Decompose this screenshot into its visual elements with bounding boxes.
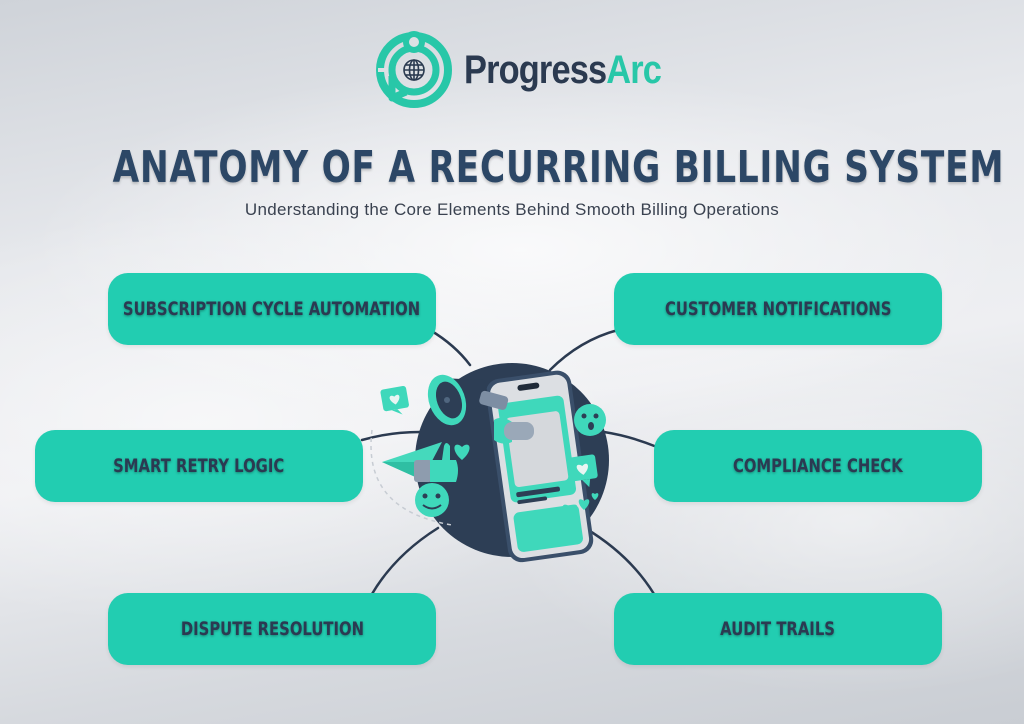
- brand-logo: ProgressArc: [372, 28, 662, 112]
- node-label: DISPUTE RESOLUTION: [180, 618, 364, 640]
- node-label: COMPLIANCE CHECK: [733, 455, 903, 477]
- connector-retry: [360, 430, 422, 442]
- connector-audit: [583, 526, 656, 596]
- brand-name: ProgressArc: [464, 47, 662, 93]
- node-compliance-check[interactable]: COMPLIANCE CHECK: [654, 430, 982, 502]
- connector-notifications: [548, 328, 620, 372]
- node-customer-notifications[interactable]: CUSTOMER NOTIFICATIONS: [614, 273, 942, 345]
- connector-compliance: [602, 430, 659, 449]
- smiley-emoji-icon: [415, 483, 449, 517]
- page-subtitle: Understanding the Core Elements Behind S…: [244, 200, 780, 219]
- node-dispute-resolution[interactable]: DISPUTE RESOLUTION: [108, 593, 436, 665]
- heart-chat-bubble-icon: [567, 454, 598, 488]
- thumbs-up-icon: [414, 443, 458, 482]
- globe-ring-logo-icon: [376, 31, 452, 108]
- node-smart-retry-logic[interactable]: SMART RETRY LOGIC: [35, 430, 363, 502]
- megaphone-icon: [427, 374, 534, 444]
- brand-name-part2: Arc: [606, 47, 662, 92]
- node-label: SMART RETRY LOGIC: [113, 455, 285, 477]
- node-subscription-cycle-automation[interactable]: SUBSCRIPTION CYCLE AUTOMATION: [108, 273, 436, 345]
- brand-name-part1: Progress: [464, 47, 607, 92]
- heart-icon: [454, 444, 470, 460]
- node-label: SUBSCRIPTION CYCLE AUTOMATION: [123, 298, 421, 320]
- page-title: ANATOMY OF A RECURRING BILLING SYSTEM: [112, 142, 1005, 193]
- heart-chat-bubble-icon: [380, 385, 409, 415]
- surprised-emoji-icon: [574, 404, 606, 436]
- connector-dispute: [370, 526, 440, 596]
- node-label: CUSTOMER NOTIFICATIONS: [664, 298, 892, 320]
- node-label: AUDIT TRAILS: [720, 618, 836, 640]
- smartphone-megaphone-illustration: [370, 363, 609, 563]
- node-audit-trails[interactable]: AUDIT TRAILS: [614, 593, 942, 665]
